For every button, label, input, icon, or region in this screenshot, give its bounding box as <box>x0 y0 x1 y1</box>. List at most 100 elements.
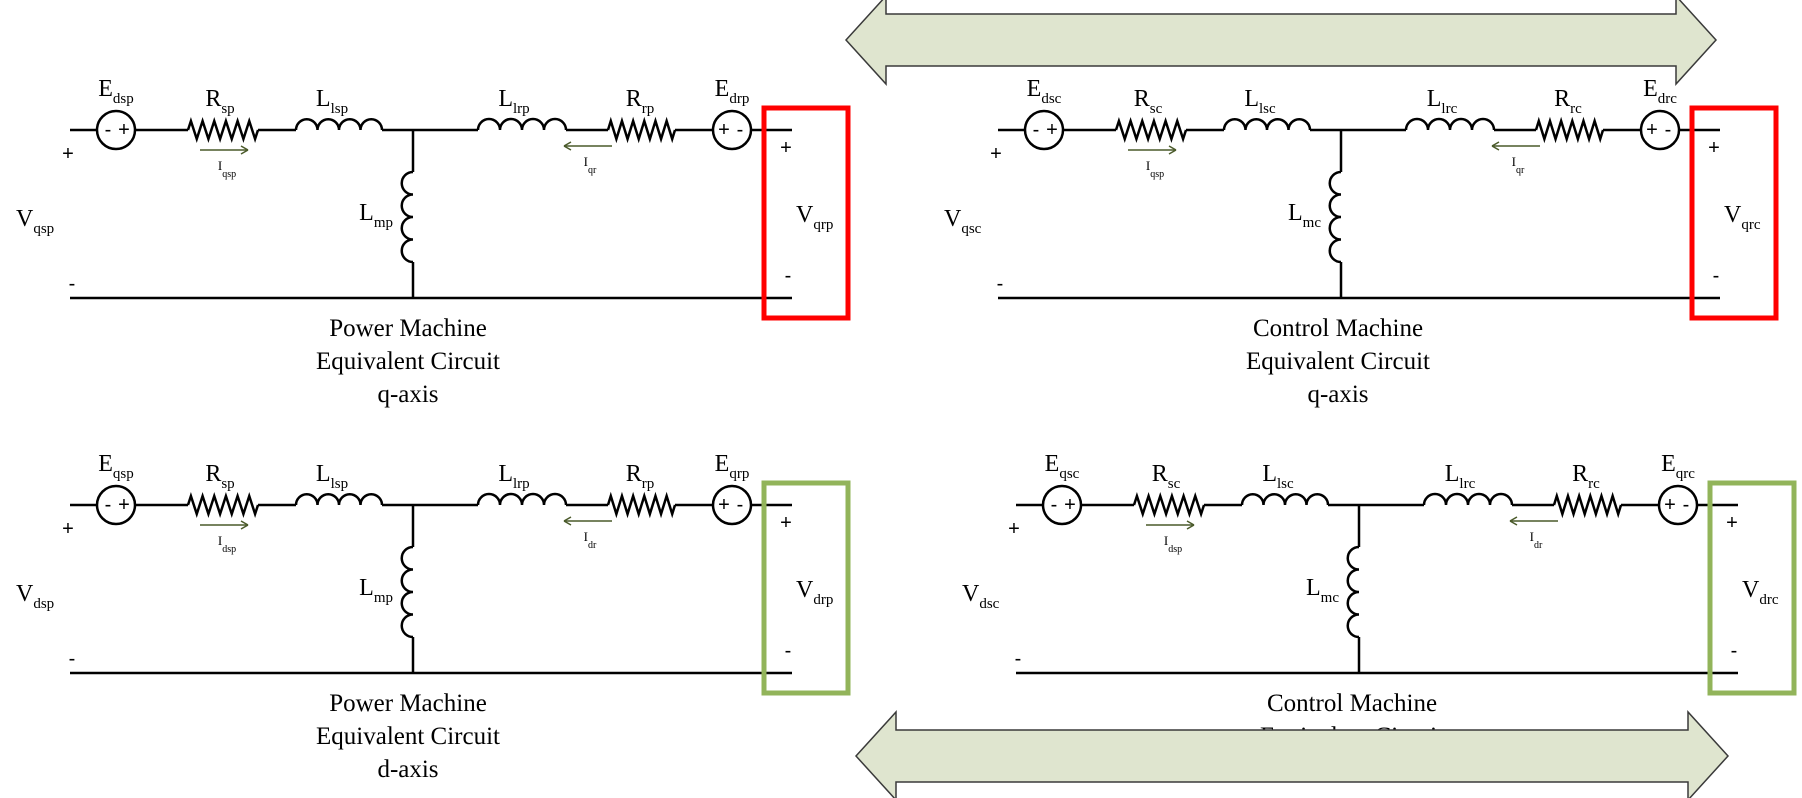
inductor-label: Llsp <box>316 86 348 117</box>
inductor-symbol <box>1422 492 1514 506</box>
voltage-source-symbol: -+ <box>95 484 137 526</box>
output-minus-sign: - <box>1713 265 1720 287</box>
input-voltage-label: Vdsc <box>962 581 1000 612</box>
current-arrow <box>1128 145 1177 155</box>
resistor-symbol <box>1132 491 1206 519</box>
output-plus-sign: + <box>780 137 792 159</box>
current-label: Iqr <box>584 154 597 176</box>
svg-text:-: - <box>1665 119 1672 141</box>
circuit-caption-line: q-axis <box>1307 381 1368 408</box>
circuit-caption-line: Equivalent Circuit <box>1246 348 1430 375</box>
input-voltage-label: Vqsc <box>944 206 982 237</box>
source-label: Edrp <box>715 76 750 107</box>
inductor-symbol <box>1240 493 1330 506</box>
inductor-symbol <box>294 493 384 506</box>
resistor-symbol <box>1534 116 1605 144</box>
current-arrow <box>1146 520 1195 530</box>
circuit-caption-line: d-axis <box>377 756 438 783</box>
voltage-source-symbol: +- <box>1639 109 1681 151</box>
source-label: Edrc <box>1643 76 1677 107</box>
source-label: Edsp <box>98 76 134 107</box>
circuit-caption-line: Power Machine <box>329 690 487 717</box>
source-label: Eqrp <box>715 451 750 482</box>
output-terminal-box <box>1707 480 1797 696</box>
voltage-source-symbol: +- <box>711 109 753 151</box>
output-voltage-label: Vqrc <box>1724 202 1761 233</box>
current-label: Idsp <box>1164 533 1182 555</box>
input-plus-sign: + <box>62 518 74 540</box>
voltage-source-symbol: -+ <box>1023 109 1065 151</box>
svg-text:+: + <box>118 119 130 141</box>
input-plus-sign: + <box>62 143 74 165</box>
resistor-label: Rsp <box>205 461 234 492</box>
magnetizing-inductor-symbol <box>400 545 414 639</box>
output-terminal-box <box>761 480 851 696</box>
circuit-caption-line: Control Machine <box>1267 690 1437 717</box>
svg-text:+: + <box>1646 119 1658 141</box>
input-minus-sign: - <box>1015 648 1022 670</box>
source-label: Eqrc <box>1661 451 1695 482</box>
svg-text:+: + <box>118 494 130 516</box>
svg-text:+: + <box>1064 494 1076 516</box>
inductor-label: Llrp <box>498 461 529 492</box>
magnetizing-inductor-label: Lmc <box>1288 200 1321 231</box>
svg-text:-: - <box>1683 494 1690 516</box>
resistor-symbol <box>186 116 260 144</box>
bottom-double-arrow <box>854 710 1730 798</box>
current-arrow <box>200 520 249 530</box>
current-label: Iqsp <box>218 158 236 180</box>
resistor-symbol <box>1114 116 1188 144</box>
current-label: Iqr <box>1512 154 1525 176</box>
svg-text:+: + <box>718 119 730 141</box>
input-minus-sign: - <box>69 273 76 295</box>
top-double-arrow <box>844 0 1718 86</box>
voltage-source-symbol: +- <box>1657 484 1699 526</box>
output-plus-sign: + <box>1726 512 1738 534</box>
current-arrow <box>1509 516 1558 526</box>
output-plus-sign: + <box>1708 137 1720 159</box>
resistor-label: Rrp <box>626 86 655 117</box>
output-voltage-label: Vqrp <box>796 202 833 233</box>
svg-text:-: - <box>737 494 744 516</box>
current-label: Iqsp <box>1146 158 1164 180</box>
current-arrow <box>563 516 612 526</box>
inductor-label: Llsp <box>316 461 348 492</box>
output-minus-sign: - <box>1731 640 1738 662</box>
output-terminal-box <box>1689 105 1779 321</box>
resistor-label: Rsp <box>205 86 234 117</box>
input-plus-sign: + <box>990 143 1002 165</box>
current-arrow <box>1491 141 1540 151</box>
voltage-source-symbol: -+ <box>1041 484 1083 526</box>
source-label: Edsc <box>1027 76 1062 107</box>
resistor-label: Rrc <box>1572 461 1600 492</box>
inductor-label: Llrp <box>498 86 529 117</box>
output-terminal-box <box>761 105 851 321</box>
output-voltage-label: Vdrc <box>1742 577 1779 608</box>
input-voltage-label: Vqsp <box>16 206 54 237</box>
resistor-label: Rrp <box>626 461 655 492</box>
output-voltage-label: Vdrp <box>796 577 833 608</box>
inductor-label: Llrc <box>1445 461 1476 492</box>
current-arrow <box>563 141 612 151</box>
input-voltage-label: Vdsp <box>16 581 54 612</box>
resistor-symbol <box>606 116 677 144</box>
circuit-caption-line: q-axis <box>377 381 438 408</box>
svg-text:-: - <box>1051 494 1058 516</box>
output-minus-sign: - <box>785 640 792 662</box>
source-label: Eqsp <box>98 451 134 482</box>
inductor-label: Llsc <box>1244 86 1276 117</box>
circuit-caption-line: Equivalent Circuit <box>316 348 500 375</box>
resistor-symbol <box>186 491 260 519</box>
svg-text:+: + <box>718 494 730 516</box>
inductor-symbol <box>476 117 568 131</box>
svg-text:+: + <box>1046 119 1058 141</box>
inductor-symbol <box>476 492 568 506</box>
svg-text:-: - <box>737 119 744 141</box>
svg-text:+: + <box>1664 494 1676 516</box>
circuit-caption-line: Power Machine <box>329 315 487 342</box>
circuit-caption-line: Control Machine <box>1253 315 1423 342</box>
output-minus-sign: - <box>785 265 792 287</box>
